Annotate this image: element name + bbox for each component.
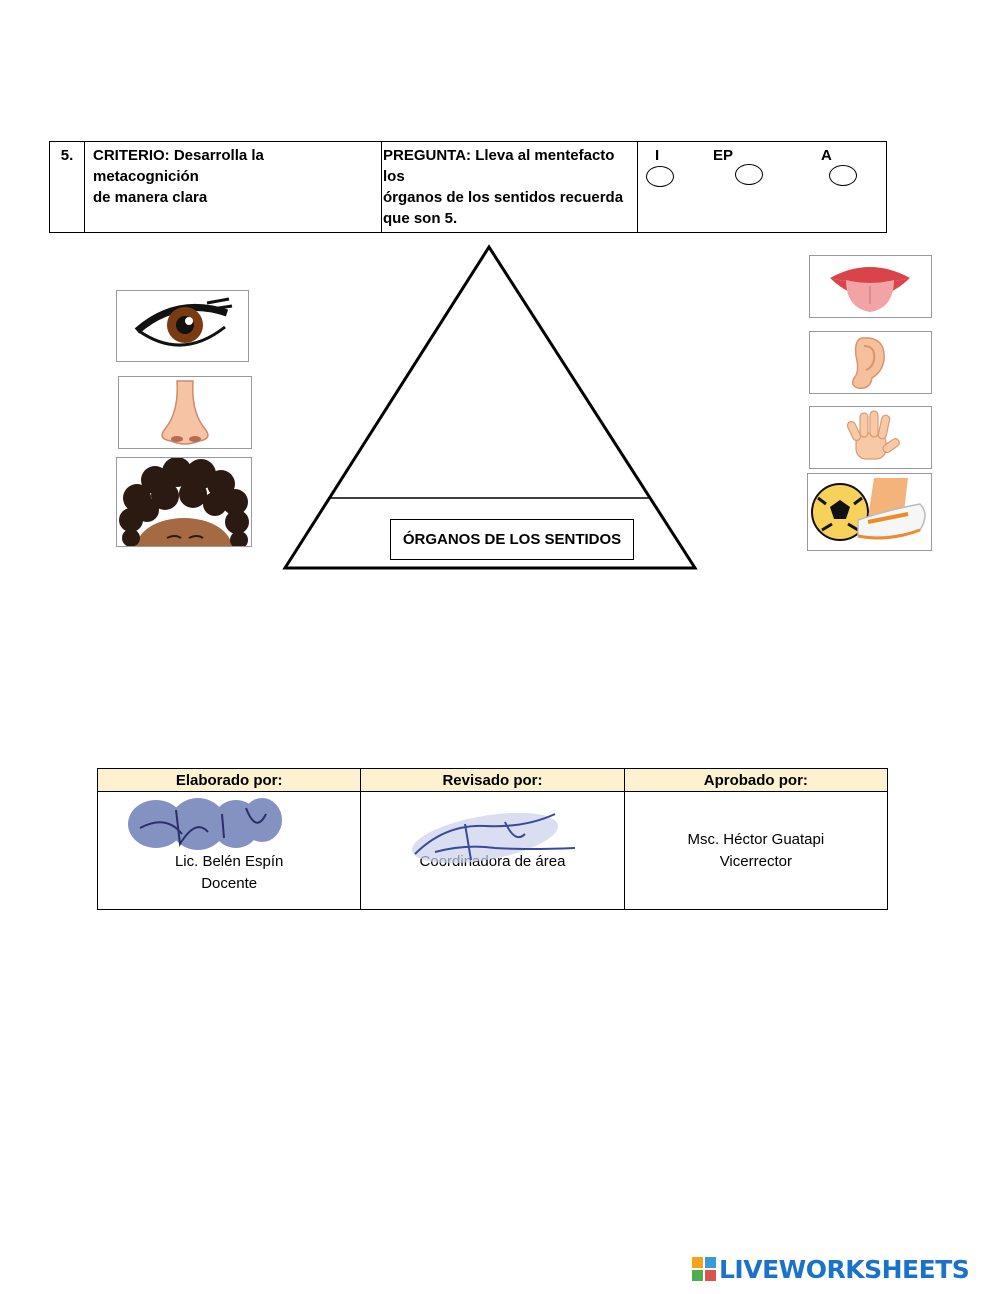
- pregunta-line: órganos de los sentidos recuerda: [383, 187, 637, 208]
- rating-oval-i[interactable]: [646, 166, 674, 187]
- curly-hair-image[interactable]: [116, 457, 252, 547]
- header-aprobado: Aprobado por:: [624, 769, 887, 792]
- elaborado-cell: Lic. Belén Espín Docente: [98, 792, 361, 910]
- pyramid-label[interactable]: ÓRGANOS DE LOS SENTIDOS: [390, 519, 634, 560]
- tongue-image[interactable]: [809, 255, 932, 318]
- pregunta-line: que son 5.: [383, 208, 637, 229]
- criterio-line: metacognición: [93, 166, 373, 187]
- criteria-table: 5. CRITERIO: Desarrolla la metacognición…: [49, 141, 887, 233]
- aprobado-role: Vicerrector: [626, 851, 886, 873]
- liveworksheets-brand: LIVEWORKSHEETS: [719, 1255, 969, 1284]
- nose-image[interactable]: [118, 376, 252, 449]
- ear-image[interactable]: [809, 331, 932, 394]
- foot-ball-image[interactable]: [807, 473, 932, 551]
- rating-label-a: A: [821, 145, 832, 166]
- eye-image[interactable]: [116, 290, 249, 362]
- criterio-line: CRITERIO: Desarrolla la: [93, 145, 373, 166]
- rating-label-ep: EP: [713, 145, 733, 166]
- liveworksheets-logo-icon: [692, 1257, 716, 1281]
- rating-cell: I EP A: [638, 142, 887, 233]
- liveworksheets-logo[interactable]: LIVEWORKSHEETS: [692, 1254, 969, 1284]
- header-elaborado: Elaborado por:: [98, 769, 361, 792]
- rating-oval-ep[interactable]: [735, 164, 763, 185]
- rating-label-i: I: [655, 145, 659, 166]
- pregunta-cell: PREGUNTA: Lleva al mentefacto los órgano…: [382, 142, 638, 233]
- signature-elaborado: [126, 794, 286, 854]
- signature-revisado: [405, 804, 585, 874]
- aprobado-cell: Msc. Héctor Guatapi Vicerrector: [624, 792, 887, 910]
- criterio-cell: CRITERIO: Desarrolla la metacognición de…: [85, 142, 382, 233]
- pregunta-line: PREGUNTA: Lleva al mentefacto los: [383, 145, 637, 187]
- criterio-line: de manera clara: [93, 187, 373, 208]
- header-revisado: Revisado por:: [361, 769, 624, 792]
- revisado-cell: Coordinadora de área: [361, 792, 624, 910]
- rating-oval-a[interactable]: [829, 165, 857, 186]
- aprobado-name: Msc. Héctor Guatapi: [626, 829, 886, 851]
- elaborado-role: Docente: [99, 873, 359, 895]
- criteria-number: 5.: [50, 142, 85, 233]
- signature-table: Elaborado por: Revisado por: Aprobado po…: [97, 768, 888, 910]
- hand-image[interactable]: [809, 406, 932, 469]
